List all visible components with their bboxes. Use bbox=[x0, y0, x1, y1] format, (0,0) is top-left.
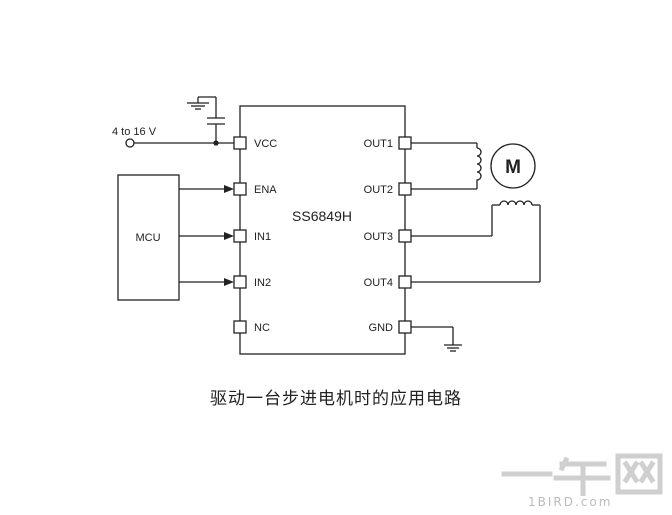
pin-nc bbox=[233, 320, 247, 334]
supply-voltage-label: 4 to 16 V bbox=[112, 126, 157, 138]
motor-label: M bbox=[505, 157, 521, 178]
ground-symbol-bottom bbox=[444, 344, 462, 352]
pin-label-gnd: GND bbox=[369, 322, 394, 334]
motor-coil-2 bbox=[499, 200, 533, 206]
motor-coil-1 bbox=[476, 147, 482, 181]
pin-in1 bbox=[233, 229, 247, 243]
figure-caption: 驱动一台步进电机时的应用电路 bbox=[210, 389, 462, 409]
supply-terminal bbox=[125, 138, 135, 148]
pin-out2 bbox=[398, 182, 412, 196]
pin-vcc bbox=[233, 136, 247, 150]
pin-out4 bbox=[398, 275, 412, 289]
pin-out1 bbox=[398, 136, 412, 150]
pin-label-in2: IN2 bbox=[254, 277, 271, 289]
pin-gnd bbox=[398, 320, 412, 334]
motor-symbol bbox=[490, 143, 536, 189]
pin-label-out3: OUT3 bbox=[364, 231, 393, 243]
pin-label-vcc: VCC bbox=[254, 138, 277, 150]
pin-label-out1: OUT1 bbox=[364, 138, 393, 150]
mcu-block bbox=[117, 174, 180, 301]
chip-name: SS6849H bbox=[292, 208, 352, 224]
pin-label-nc: NC bbox=[254, 322, 270, 334]
pin-in2 bbox=[233, 275, 247, 289]
pin-ena bbox=[233, 182, 247, 196]
pin-label-out4: OUT4 bbox=[364, 277, 393, 289]
pin-label-ena: ENA bbox=[254, 184, 277, 196]
watermark-url: 1BIRD.com bbox=[528, 495, 613, 509]
ground-symbol-top bbox=[187, 97, 209, 110]
pin-out3 bbox=[398, 229, 412, 243]
mcu-label: MCU bbox=[135, 232, 160, 244]
pin-label-out2: OUT2 bbox=[364, 184, 393, 196]
pin-label-in1: IN1 bbox=[254, 231, 271, 243]
watermark-logo bbox=[501, 453, 663, 496]
